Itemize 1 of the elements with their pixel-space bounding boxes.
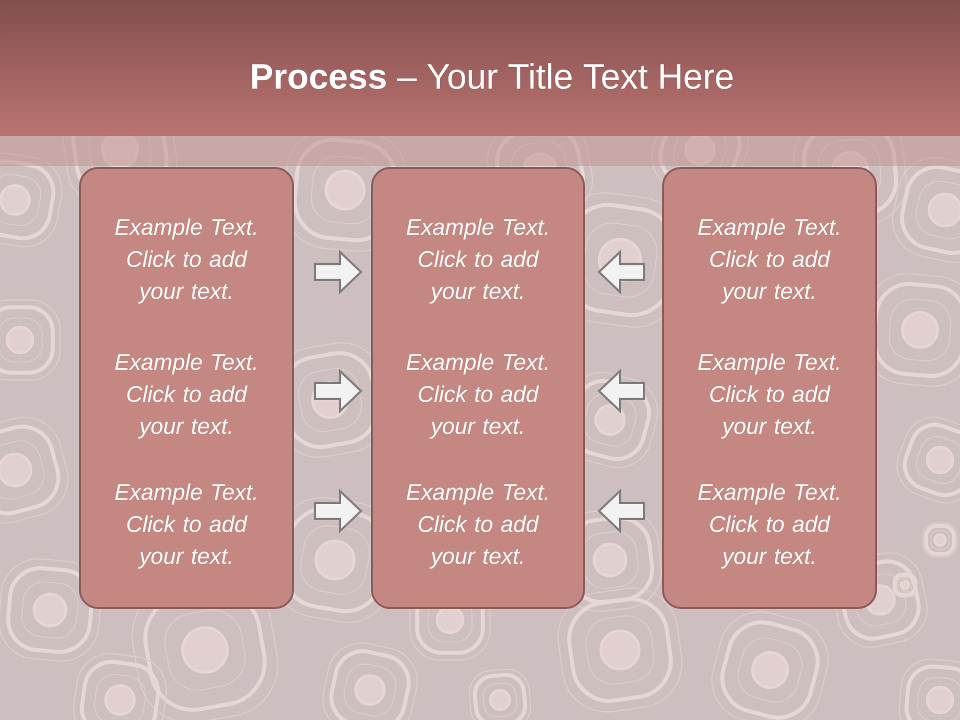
title: Process – Your Title Text Here	[252, 63, 733, 89]
